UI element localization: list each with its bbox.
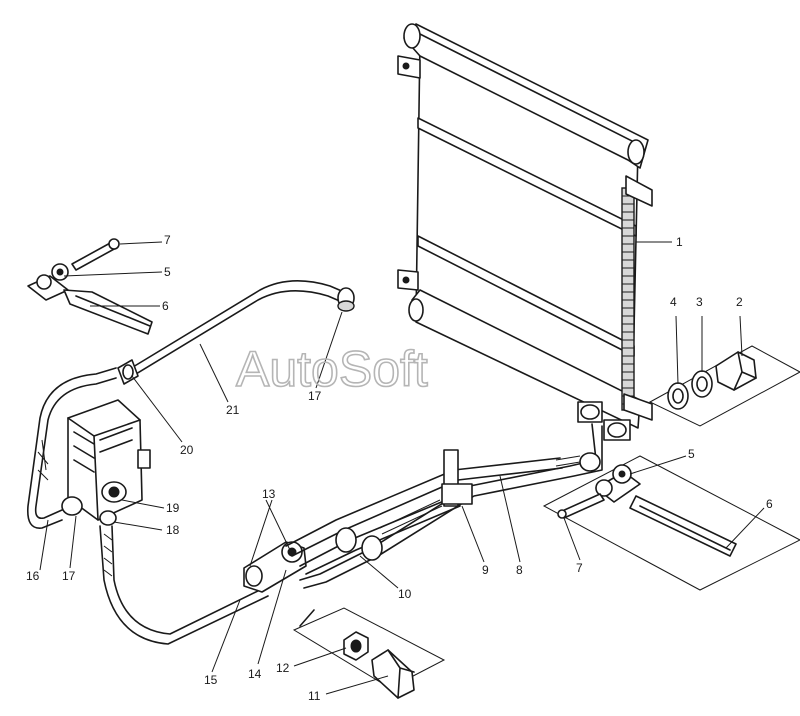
pipe-bundle xyxy=(285,423,603,589)
callout-6-upper: 6 xyxy=(162,299,169,313)
callout-7-upper: 7 xyxy=(164,233,171,247)
callout-17-upper: 17 xyxy=(308,389,322,403)
callout-11: 11 xyxy=(308,689,321,703)
callout-12: 12 xyxy=(276,661,290,675)
hose-16 xyxy=(26,367,117,529)
callout-7-lower: 7 xyxy=(576,561,583,575)
callout-10: 10 xyxy=(398,587,412,601)
callout-14: 14 xyxy=(248,667,262,681)
callout-5-upper: 5 xyxy=(164,265,171,279)
callout-15: 15 xyxy=(204,673,218,687)
callout-leaders xyxy=(39,241,765,695)
callout-13: 13 xyxy=(262,487,276,501)
callout-3: 3 xyxy=(696,295,703,309)
callout-21: 21 xyxy=(226,403,240,417)
callout-18: 18 xyxy=(166,523,180,537)
callout-5-lower: 5 xyxy=(688,447,695,461)
watermark: AutoSoft xyxy=(236,341,428,397)
pipe-15 xyxy=(99,525,269,645)
callout-labels: 1 2 3 4 5 5 6 6 7 7 8 9 10 11 12 13 14 1… xyxy=(26,233,773,703)
drain-plug-group xyxy=(648,345,800,427)
callout-4: 4 xyxy=(670,295,677,309)
callout-19: 19 xyxy=(166,501,180,515)
callout-2: 2 xyxy=(736,295,743,309)
callout-17-lower: 17 xyxy=(62,569,76,583)
callout-16: 16 xyxy=(26,569,40,583)
clamp-group-lower xyxy=(542,455,800,591)
oil-cooler-radiator xyxy=(397,23,653,441)
callout-20: 20 xyxy=(180,443,194,457)
callout-1: 1 xyxy=(676,235,683,249)
bolt-nut-group xyxy=(292,607,446,699)
clamp-group-upper xyxy=(27,238,153,335)
flange-fitting xyxy=(243,541,307,593)
valve-block xyxy=(61,399,151,526)
callout-6-lower: 6 xyxy=(766,497,773,511)
callout-9: 9 xyxy=(482,563,489,577)
callout-8: 8 xyxy=(516,563,523,577)
